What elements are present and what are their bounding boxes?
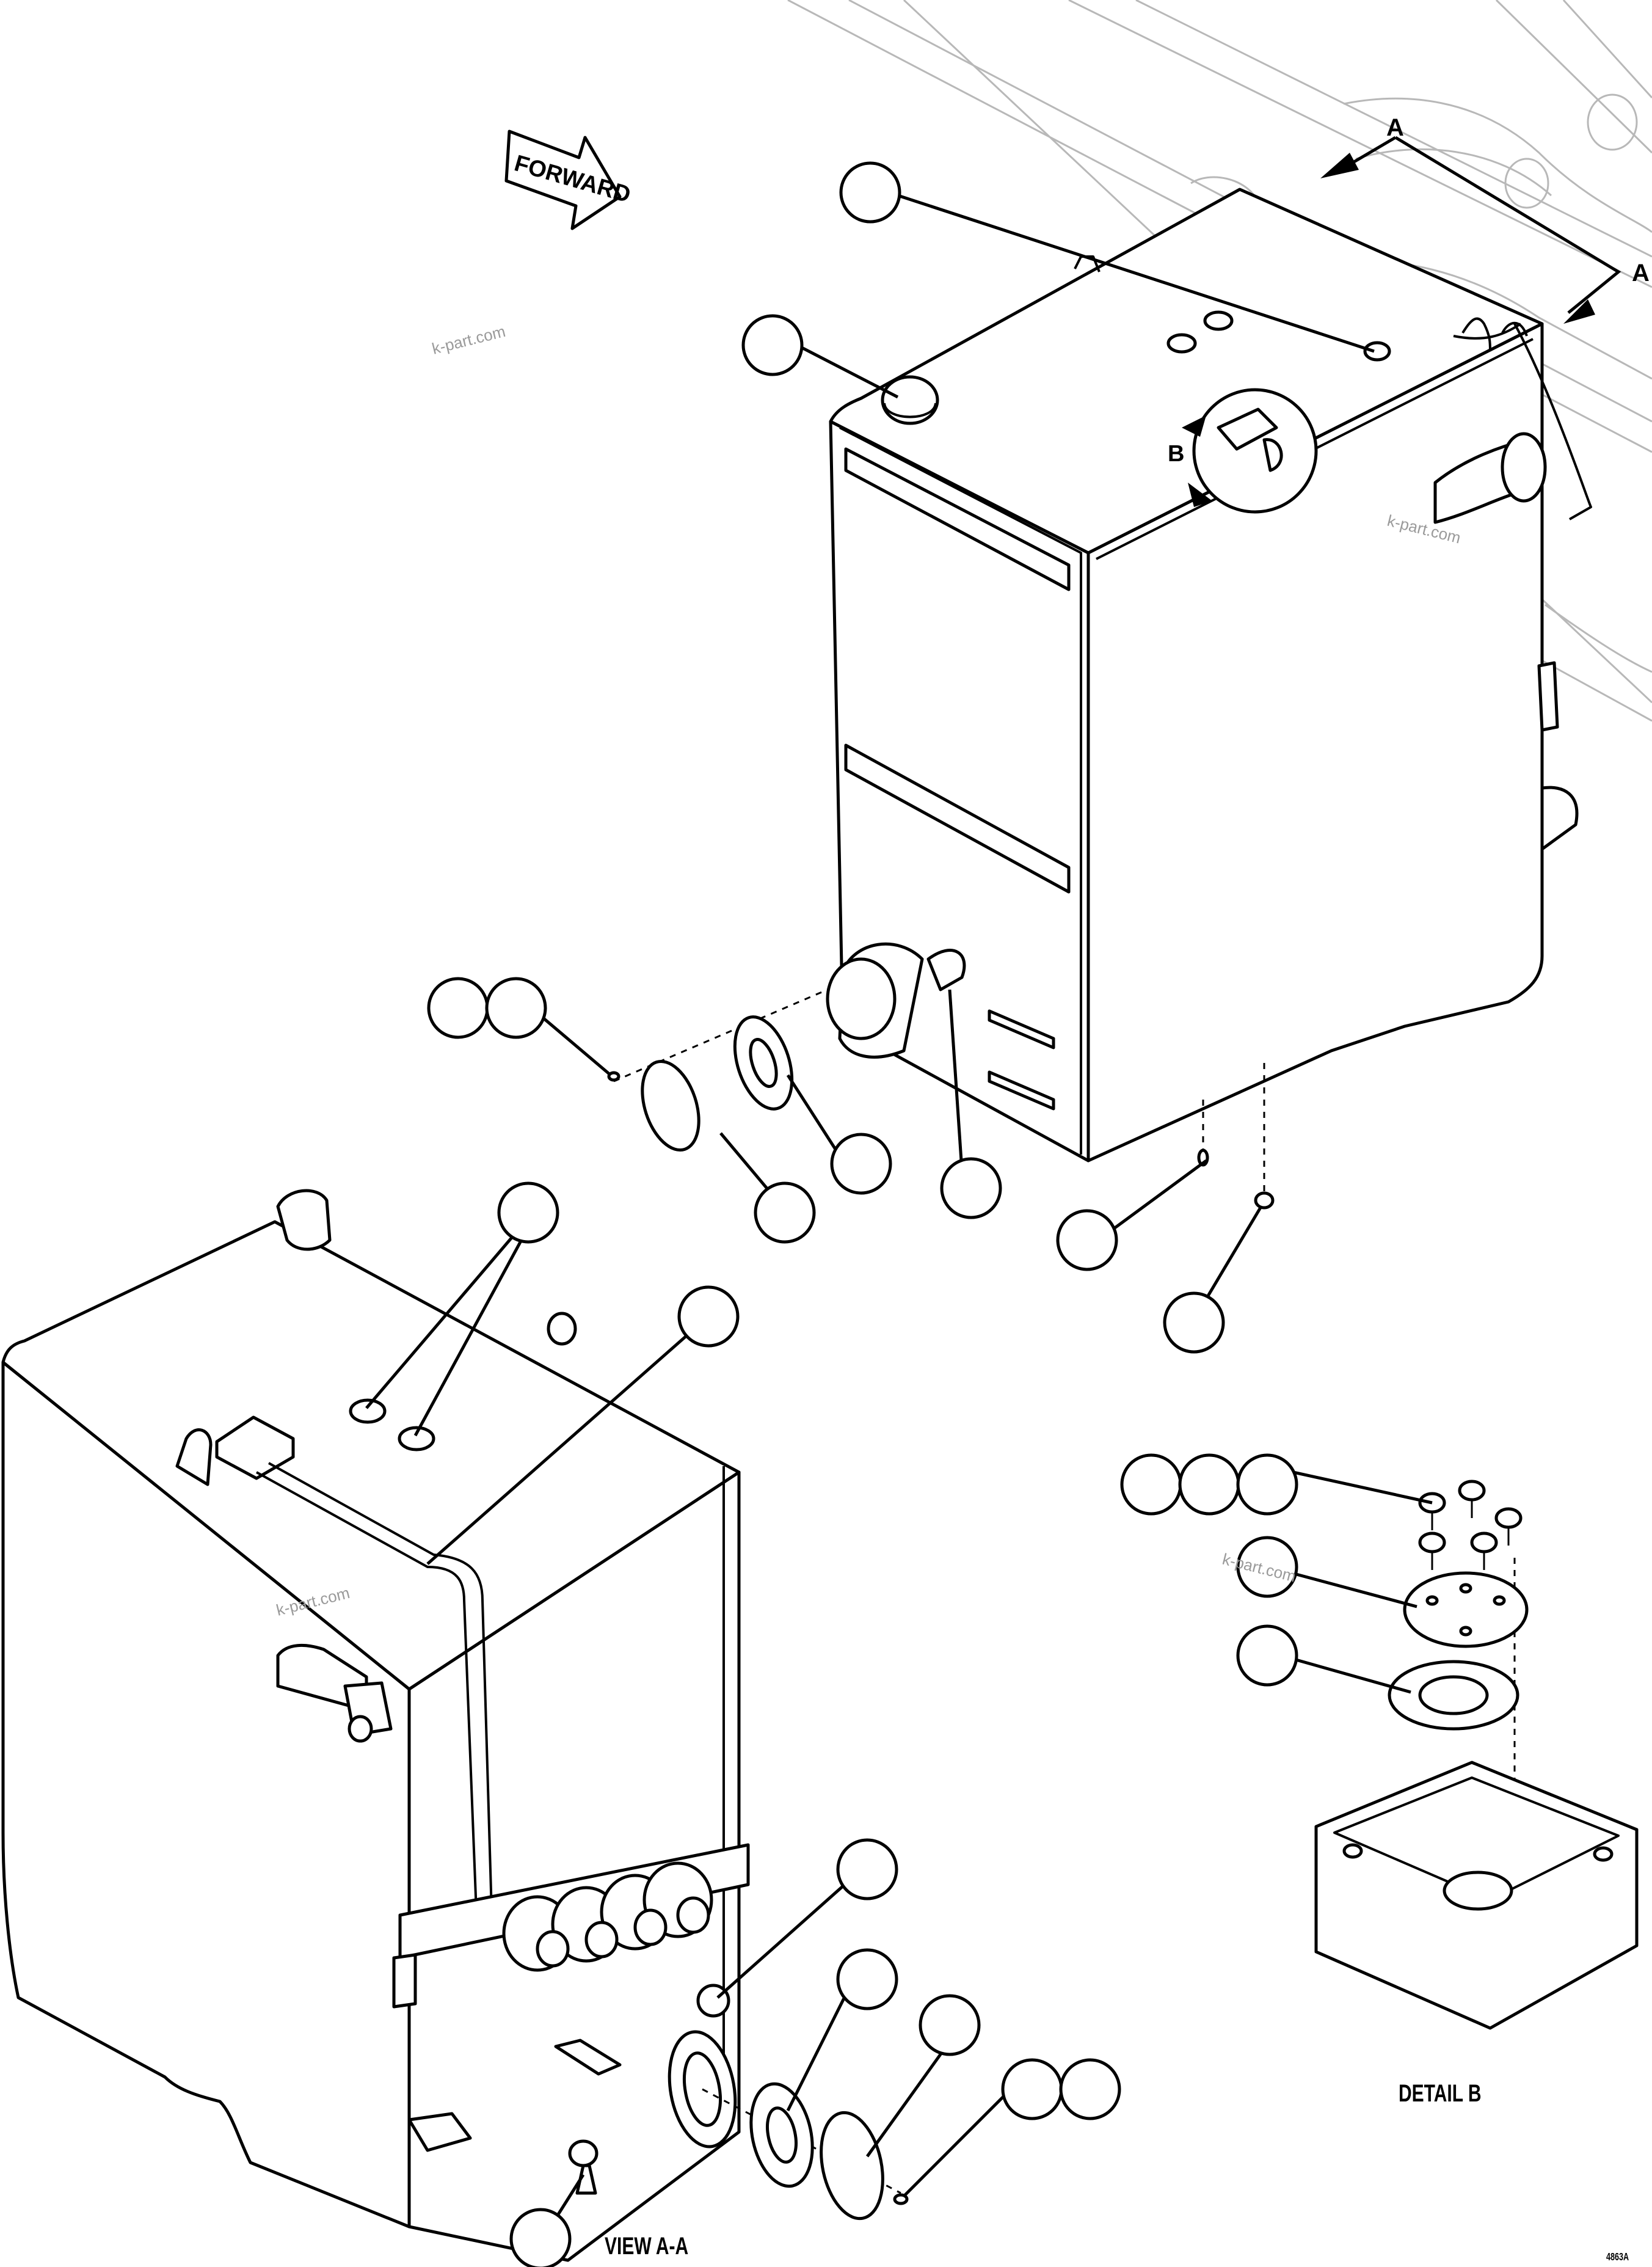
view-a-a-title: VIEW A-A	[605, 2233, 688, 2260]
callout-balloon	[1236, 1536, 1298, 1598]
callout-balloon	[940, 1157, 1002, 1219]
callout-balloon	[1120, 1453, 1182, 1516]
callout-balloon	[1059, 2058, 1121, 2120]
callout-balloon	[836, 1948, 898, 2010]
callout-balloon	[497, 1181, 559, 1244]
callout-balloon	[427, 977, 489, 1039]
callout-balloon	[677, 1285, 740, 1348]
callout-balloon	[485, 977, 547, 1039]
view-a-label-right: A	[1632, 260, 1650, 287]
hydraulic-tank-main: B	[826, 188, 1592, 1163]
callout-balloon	[836, 1838, 898, 1900]
hydraulic-tank-view-a	[1, 1189, 750, 2262]
callout-balloon	[830, 1133, 892, 1195]
callout-balloon	[509, 2208, 572, 2267]
callout-balloon	[1236, 1624, 1298, 1687]
callout-balloon	[919, 1994, 981, 2056]
callout-balloon	[741, 314, 804, 376]
sheet-number: 4863A	[1606, 2251, 1629, 2263]
leader-lines	[365, 191, 1433, 2234]
callout-balloons	[427, 161, 1298, 2267]
view-a-label-top: A	[1386, 114, 1404, 141]
suction-flange-parts	[607, 988, 1275, 1210]
detail-b-title: DETAIL B	[1399, 2080, 1482, 2107]
view-a-arrows: A A	[1320, 114, 1650, 324]
forward-arrow: FORWARD	[504, 130, 633, 230]
lower-flange-parts	[702, 2082, 909, 2221]
detail-b-assembly	[1314, 1480, 1639, 2030]
callout-balloon	[1001, 2058, 1063, 2120]
callout-balloon	[839, 161, 901, 224]
callout-balloon	[1178, 1453, 1240, 1516]
detail-b-marker: B	[1168, 441, 1184, 467]
callout-balloon	[754, 1181, 816, 1244]
strainer-stack	[502, 1861, 713, 1972]
detail-b-screws	[1418, 1480, 1523, 1570]
watermark-text: k-part.com	[430, 322, 507, 358]
callout-balloon	[1163, 1291, 1225, 1354]
callout-balloon	[1056, 1209, 1118, 1271]
callout-balloon	[1236, 1453, 1298, 1516]
